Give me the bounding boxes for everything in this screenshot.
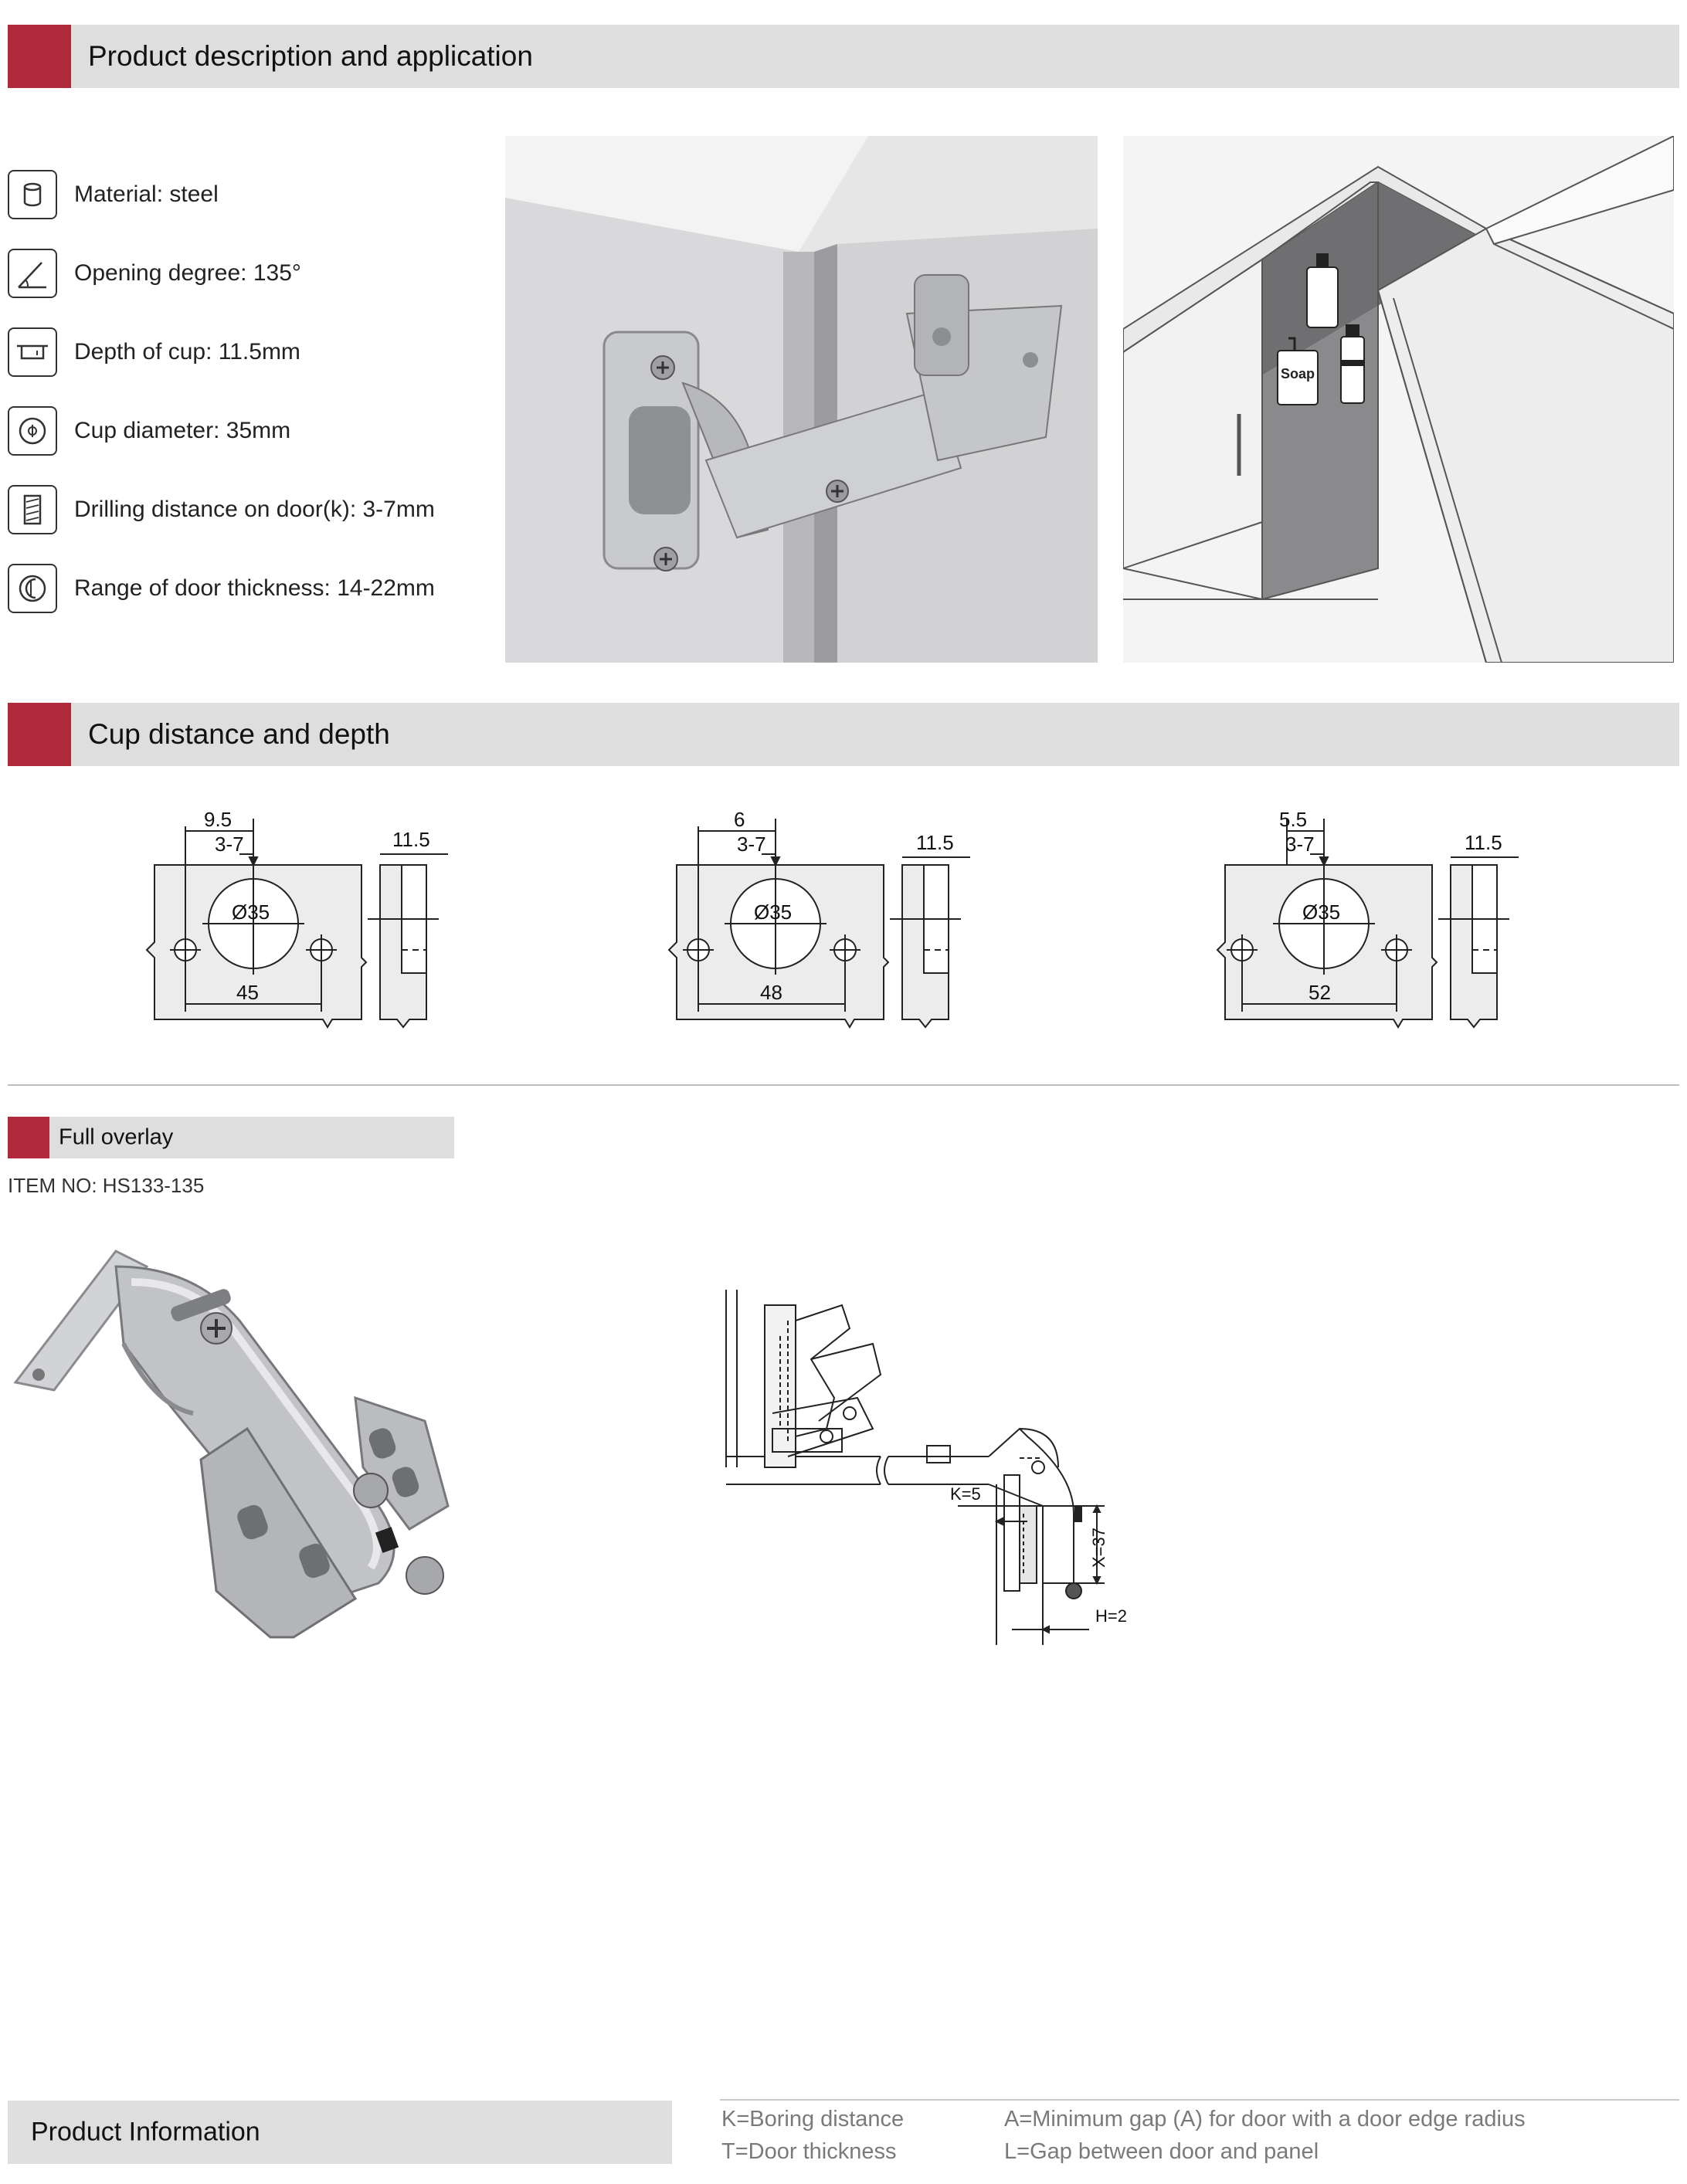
dim-k: K=5: [950, 1484, 981, 1504]
dim-x: X=37: [1089, 1528, 1108, 1568]
legend-a: A=Minimum gap (A) for door with a door e…: [1004, 2107, 1526, 2131]
drilling-icon: [8, 485, 57, 534]
dim-bottom: 45: [236, 981, 259, 1004]
material-cylinder-icon: [8, 170, 57, 219]
section-header-overlay: Full overlay: [8, 1117, 454, 1158]
dim-depth: 11.5: [1465, 831, 1502, 854]
legend-t: T=Door thickness: [721, 2139, 897, 2164]
section-divider: [8, 1084, 1679, 1086]
diameter-icon: [8, 406, 57, 456]
spec-label: Drilling distance on door(k): 3-7mm: [74, 497, 435, 522]
dim-top: 9.5: [204, 808, 232, 831]
spec-label: Opening degree: 135°: [74, 260, 301, 286]
dim-k: 3-7: [1285, 833, 1315, 856]
dim-k: 3-7: [215, 833, 244, 856]
hinge-installed-photo: [505, 136, 1098, 663]
legend-k: K=Boring distance: [721, 2107, 905, 2131]
section-header-description: Product description and application: [8, 25, 1679, 88]
spec-label: Cup diameter: 35mm: [74, 418, 291, 443]
dim-top: 5.5: [1279, 808, 1307, 831]
dim-k: 3-7: [737, 833, 766, 856]
cup-diagram-1: 9.5 3-7 Ø35 45 11.5: [139, 803, 463, 1035]
dim-bottom: 48: [760, 981, 782, 1004]
dim-depth: 11.5: [916, 831, 954, 854]
dim-diameter: Ø35: [1302, 900, 1340, 924]
opening-angle-icon: [8, 249, 57, 298]
dim-bottom: 52: [1309, 981, 1331, 1004]
section-title: Product description and application: [88, 40, 533, 72]
spec-item-depth: Depth of cup: 11.5mm: [8, 326, 300, 378]
dim-h: H=2: [1095, 1606, 1127, 1626]
section-title: Cup distance and depth: [88, 718, 390, 750]
spec-item-opening: Opening degree: 135°: [8, 247, 301, 300]
installation-drawing: K=5 X=37 H=2: [718, 1274, 1151, 1645]
spec-item-drilling: Drilling distance on door(k): 3-7mm: [8, 483, 435, 536]
section-title: Full overlay: [59, 1124, 174, 1150]
cup-depth-icon: [8, 327, 57, 377]
accent-block: [8, 25, 71, 88]
spec-item-diameter: Cup diameter: 35mm: [8, 405, 290, 457]
accent-block: [8, 703, 71, 766]
hinge-product-photo: [8, 1236, 502, 1653]
soap-label: Soap: [1281, 366, 1315, 382]
section-header-cup: Cup distance and depth: [8, 703, 1679, 766]
door-thickness-icon: [8, 564, 57, 613]
section-header-product-info: Product Information: [8, 2101, 672, 2164]
dim-diameter: Ø35: [754, 900, 792, 924]
accent-block: [8, 1117, 49, 1158]
spec-item-material: Material: steel: [8, 168, 219, 221]
dim-top: 6: [734, 808, 745, 831]
legend-l: L=Gap between door and panel: [1004, 2139, 1319, 2164]
spec-label: Range of door thickness: 14-22mm: [74, 575, 435, 601]
cup-diagram-3: 5.5 3-7 Ø35 52 11.5: [1210, 803, 1534, 1035]
dim-depth: 11.5: [392, 828, 430, 851]
cup-diagram-2: 6 3-7 Ø35 48 11.5: [661, 803, 986, 1035]
spec-label: Material: steel: [74, 181, 219, 207]
spec-label: Depth of cup: 11.5mm: [74, 339, 300, 365]
spec-item-thickness: Range of door thickness: 14-22mm: [8, 562, 435, 615]
item-number: ITEM NO: HS133-135: [8, 1174, 205, 1197]
dim-diameter: Ø35: [232, 900, 270, 924]
corner-cabinet-illustration: Soap: [1122, 134, 1675, 663]
legend-top-rule: [720, 2099, 1679, 2101]
section-title: Product Information: [31, 2117, 260, 2147]
